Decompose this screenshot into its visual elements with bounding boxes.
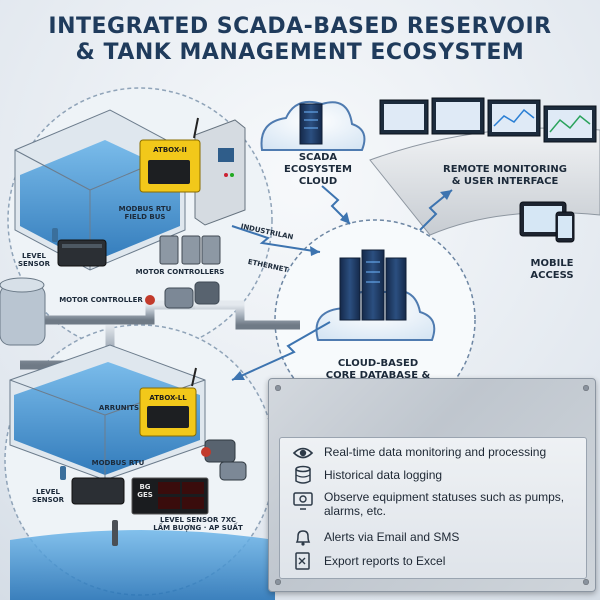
feature-realtime: Real-time data monitoring and processing bbox=[324, 445, 547, 459]
mobile-access-label: MOBILE ACCESS bbox=[530, 258, 574, 281]
display-code-label: BG GES bbox=[137, 483, 153, 499]
modbus-gateway-top bbox=[57, 239, 107, 267]
atbox-top-device bbox=[139, 117, 201, 193]
level-sensor-top-label: LEVEL SENSOR bbox=[17, 252, 51, 268]
feature-equipment: Observe equipment statuses such as pumps… bbox=[324, 490, 565, 518]
level-sensor-7xc-label: LEVEL SENSOR 7XC LẤM BUỢNG · AP SUẤT bbox=[153, 516, 243, 532]
valve-icon bbox=[145, 295, 155, 305]
motor-controllers-label: MOTOR CONTROLLERS bbox=[135, 268, 225, 276]
connection-arrows bbox=[231, 185, 453, 381]
gear-monitor-icon bbox=[293, 492, 313, 510]
eye-icon bbox=[292, 447, 314, 459]
features-list: Real-time data monitoring and processing… bbox=[279, 437, 587, 579]
mobile-devices bbox=[519, 201, 575, 243]
scada-cloud-icon bbox=[260, 100, 366, 151]
atbox-top-label: ATBOX-II bbox=[153, 146, 187, 154]
feature-historical: Historical data logging bbox=[324, 468, 443, 482]
arrunits-label: ARRUNITS bbox=[98, 404, 140, 412]
diagram-title: INTEGRATED SCADA-BASED RESERVOIR & TANK … bbox=[0, 14, 600, 66]
modbus-gateway-bottom bbox=[71, 477, 125, 505]
bell-icon bbox=[295, 530, 311, 546]
feature-alerts: Alerts via Email and SMS bbox=[324, 530, 460, 544]
title-line-2: & TANK MANAGEMENT ECOSYSTEM bbox=[75, 40, 525, 65]
pump-motors-top bbox=[164, 281, 220, 309]
scada-cloud-label: SCADA ECOSYSTEM CLOUD bbox=[284, 152, 352, 187]
title-line-1: INTEGRATED SCADA-BASED RESERVOIR bbox=[48, 14, 552, 39]
remote-monitoring-label: REMOTE MONITORING & USER INTERFACE bbox=[443, 164, 567, 187]
excel-export-icon bbox=[295, 552, 310, 570]
control-room bbox=[369, 97, 600, 236]
atbox-bottom-label: ATBOX-LL bbox=[149, 394, 187, 402]
modbus-rtu-label: MODBUS RTU bbox=[91, 459, 145, 467]
motor-controller-label: MOTOR CONTROLLER bbox=[59, 296, 143, 304]
motor-controllers-top bbox=[159, 235, 221, 265]
submersible-sensor bbox=[112, 520, 118, 546]
level-sensor-bottom-device bbox=[60, 466, 66, 480]
core-server-cloud bbox=[315, 249, 436, 341]
water-bottom bbox=[10, 530, 275, 600]
atbox-bottom-device bbox=[139, 367, 197, 437]
level-sensor-bottom-label: LEVEL SENSOR bbox=[31, 488, 65, 504]
database-icon bbox=[295, 465, 311, 484]
pressure-display bbox=[131, 477, 209, 515]
level-sensor-top-device bbox=[52, 228, 58, 242]
valve-icon bbox=[201, 447, 211, 457]
feature-export: Export reports to Excel bbox=[324, 554, 446, 568]
features-panel: Real-time data monitoring and processing… bbox=[268, 378, 596, 592]
control-cabinet bbox=[194, 119, 246, 226]
pump-motors-bottom bbox=[204, 439, 247, 481]
modbus-field-label: MODBUS RTU FIELD BUS bbox=[118, 205, 172, 221]
